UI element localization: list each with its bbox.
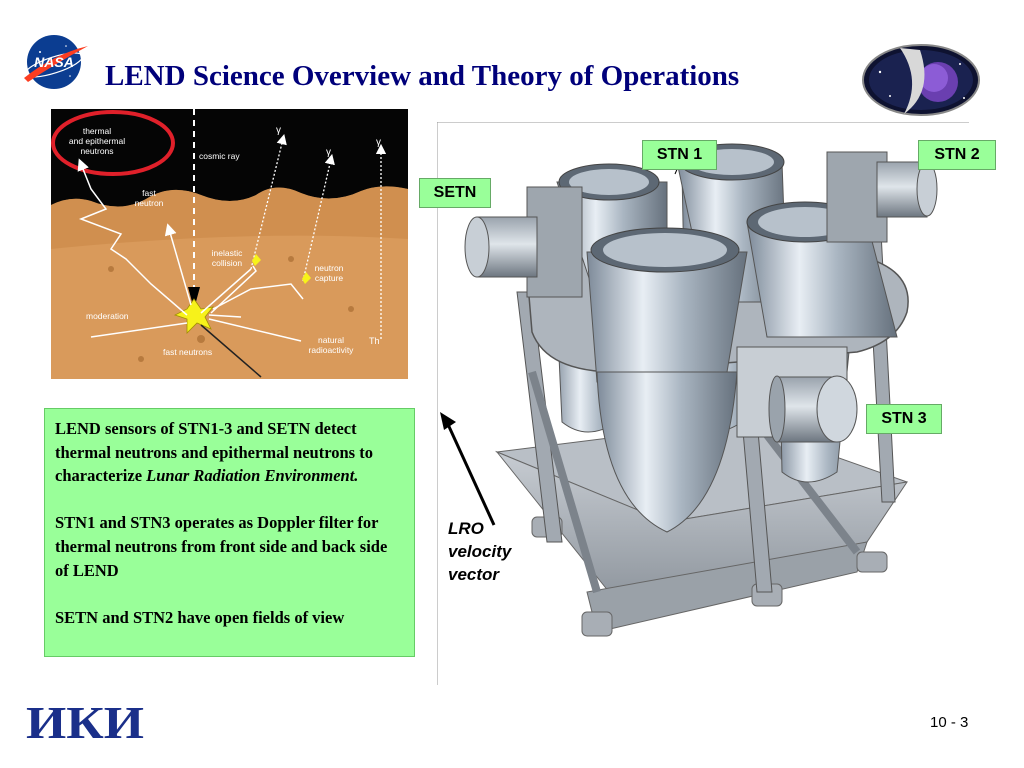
- lend-instrument-illustration: [437, 122, 969, 685]
- label-inelastic-1: inelastic: [212, 248, 243, 258]
- paragraph-fov: SETN and STN2 have open fields of view: [55, 607, 345, 627]
- velocity-label: LRO velocity vector: [448, 517, 511, 586]
- label-gamma-3: γ: [376, 137, 381, 148]
- iki-logo: ИКИ: [26, 698, 144, 744]
- iki-wordmark: ИКИ: [26, 698, 144, 744]
- label-setn: SETN: [419, 178, 491, 208]
- label-gamma-2: γ: [326, 147, 331, 158]
- paragraph-sensors-text: LEND sensors of STN1-3 and SETN detect t…: [55, 419, 373, 486]
- paragraph-doppler: STN1 and STN3 operates as Doppler filter…: [55, 513, 388, 580]
- label-capture-1: neutron: [315, 263, 344, 273]
- velocity-arrow-icon: [440, 412, 496, 526]
- label-thermal-1: thermal: [83, 126, 111, 136]
- label-gamma-1: γ: [276, 125, 281, 136]
- label-fast-1: fast: [142, 188, 156, 198]
- nasa-logo: NASA: [24, 35, 88, 89]
- label-cosmic-ray: cosmic ray: [199, 151, 240, 161]
- label-th: Th: [369, 336, 380, 346]
- description-box: LEND sensors of STN1-3 and SETN detect t…: [44, 408, 415, 657]
- nasa-wordmark: NASA: [34, 54, 74, 70]
- label-stn1: STN 1: [642, 140, 717, 170]
- paragraph-sensors-emphasis: Lunar Radiation Environment.: [146, 466, 359, 486]
- label-thermal-3: neutrons: [80, 146, 113, 156]
- velocity-label-line1: LRO: [448, 519, 484, 538]
- label-fast-neutrons: fast neutrons: [163, 347, 212, 357]
- label-stn2: STN 2: [918, 140, 996, 170]
- paragraph-sensors: LEND sensors of STN1-3 and SETN detect t…: [55, 417, 404, 488]
- mission-logo: [862, 44, 980, 116]
- velocity-label-line2: velocity: [448, 542, 512, 561]
- label-natural-2: radioactivity: [309, 345, 355, 355]
- label-natural-1: natural: [318, 335, 344, 345]
- label-capture-2: capture: [315, 273, 344, 283]
- page-title: LEND Science Overview and Theory of Oper…: [105, 60, 740, 92]
- label-stn3: STN 3: [866, 404, 942, 434]
- label-moderation: moderation: [86, 311, 129, 321]
- neutron-diagram: thermal and epithermal neutrons cosmic r…: [51, 109, 408, 379]
- page-number: 10 - 3: [930, 714, 969, 731]
- label-inelastic-2: collision: [212, 258, 243, 268]
- label-thermal-2: and epithermal: [69, 136, 125, 146]
- velocity-label-line3: vector: [448, 565, 500, 584]
- label-fast-2: neutron: [135, 198, 164, 208]
